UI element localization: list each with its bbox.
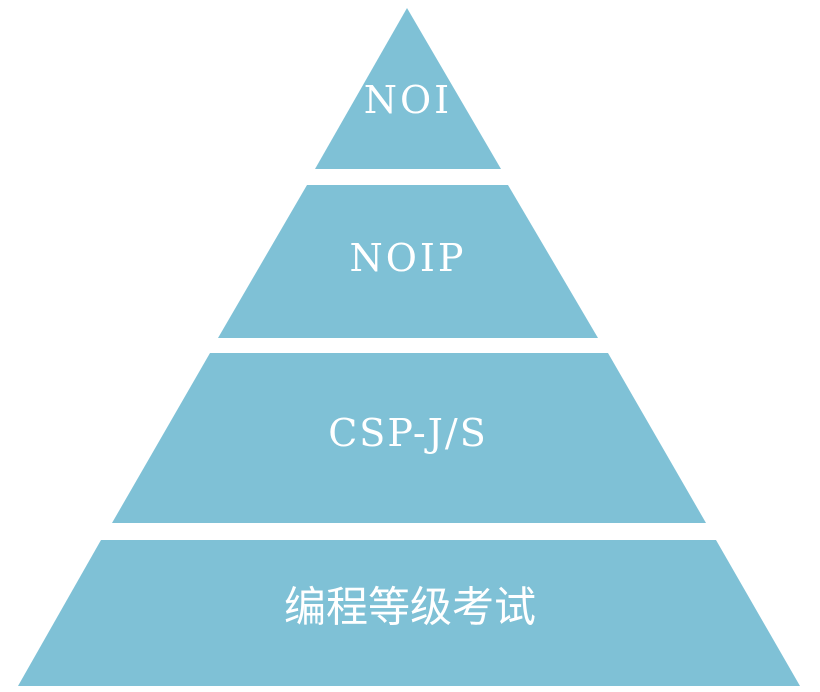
pyramid-tier-2: NOIP [218, 185, 598, 338]
pyramid-tier-4: 编程等级考试 [18, 540, 800, 686]
pyramid-tier-3: CSP-J/S [112, 353, 706, 523]
tier-label-csp: CSP-J/S [328, 411, 488, 455]
tier-shape [218, 185, 598, 338]
tier-label-noip: NOIP [350, 236, 467, 280]
pyramid-tier-1: NOI [315, 8, 501, 169]
tier-label-noi: NOI [364, 78, 452, 122]
tier-shape [315, 8, 501, 169]
tier-shape [112, 353, 706, 523]
tier-shape [18, 540, 800, 686]
tier-label-grade-exam: 编程等级考试 [284, 583, 536, 632]
